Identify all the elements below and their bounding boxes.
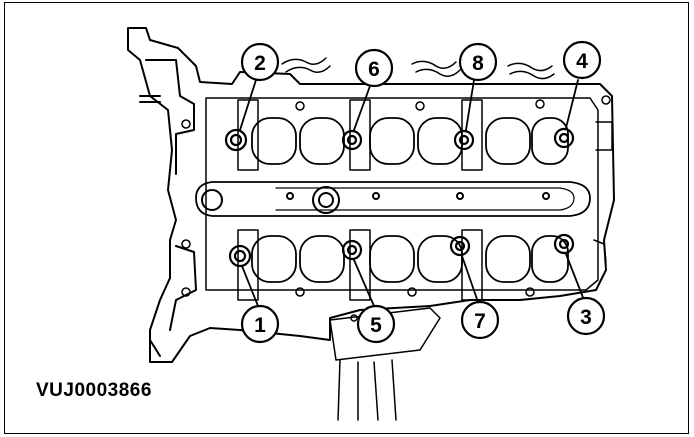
harness-wires [337, 359, 397, 421]
bolt-6 [341, 129, 363, 151]
lower-cam-lobes [251, 235, 569, 283]
wire-3 [411, 60, 457, 69]
gallery-bolt-b [372, 192, 380, 200]
callout-circle-2 [240, 42, 280, 82]
callout-circle-8 [458, 42, 498, 82]
wire-1 [281, 57, 327, 65]
callout-circle-6 [354, 48, 394, 88]
wire-6 [509, 70, 555, 80]
callout-circle-7 [460, 300, 500, 340]
callout-label: 5 [370, 314, 382, 337]
bolt-7 [449, 235, 471, 257]
callout-label: 3 [580, 306, 592, 329]
head-outline [127, 27, 615, 363]
harness-bracket [329, 307, 441, 361]
gallery-bolt-c [456, 192, 464, 200]
wire-2 [285, 65, 331, 73]
callout-circle-5 [356, 304, 396, 344]
spark-plug-hole-center [312, 186, 340, 214]
callout-label: 4 [576, 50, 588, 73]
bolt-3 [553, 233, 575, 255]
callout-label: 7 [474, 310, 486, 333]
bolt-4 [553, 127, 575, 149]
callout-circle-3 [566, 296, 606, 336]
callout-label: 1 [254, 314, 266, 337]
bolt-2 [224, 128, 248, 152]
callout-label: 6 [368, 58, 380, 81]
callout-circle-1 [240, 304, 280, 344]
callout-circle-4 [562, 40, 602, 80]
bolt-1 [228, 244, 252, 268]
dipstick-stub [139, 95, 161, 103]
callout-labels: 2 6 8 4 1 5 7 3 [254, 50, 592, 337]
leader-lines [239, 79, 585, 307]
bolt-5 [341, 239, 363, 261]
cam-cap-bolts [224, 127, 575, 268]
callout-label: 2 [254, 52, 266, 75]
inner-rail [205, 97, 599, 291]
gallery-bolt-d [542, 192, 550, 200]
center-gallery [195, 181, 591, 217]
right-end-fitting [593, 121, 613, 263]
upper-cam-lobes [251, 117, 569, 165]
bolt-8 [453, 129, 475, 151]
bearing-caps [237, 99, 483, 301]
left-flange [145, 59, 197, 357]
callout-circles [240, 40, 606, 344]
spark-plug-hole-center-inner [318, 192, 334, 208]
figure-reference-code: VUJ0003866 [36, 380, 152, 401]
callout-label: 8 [472, 52, 484, 75]
center-gallery-inner [275, 187, 575, 211]
wire-4 [415, 68, 461, 77]
gallery-bolt-a [286, 192, 294, 200]
mounting-holes [181, 95, 611, 322]
spark-plug-hole-left [201, 189, 223, 211]
wire-5 [507, 62, 553, 72]
